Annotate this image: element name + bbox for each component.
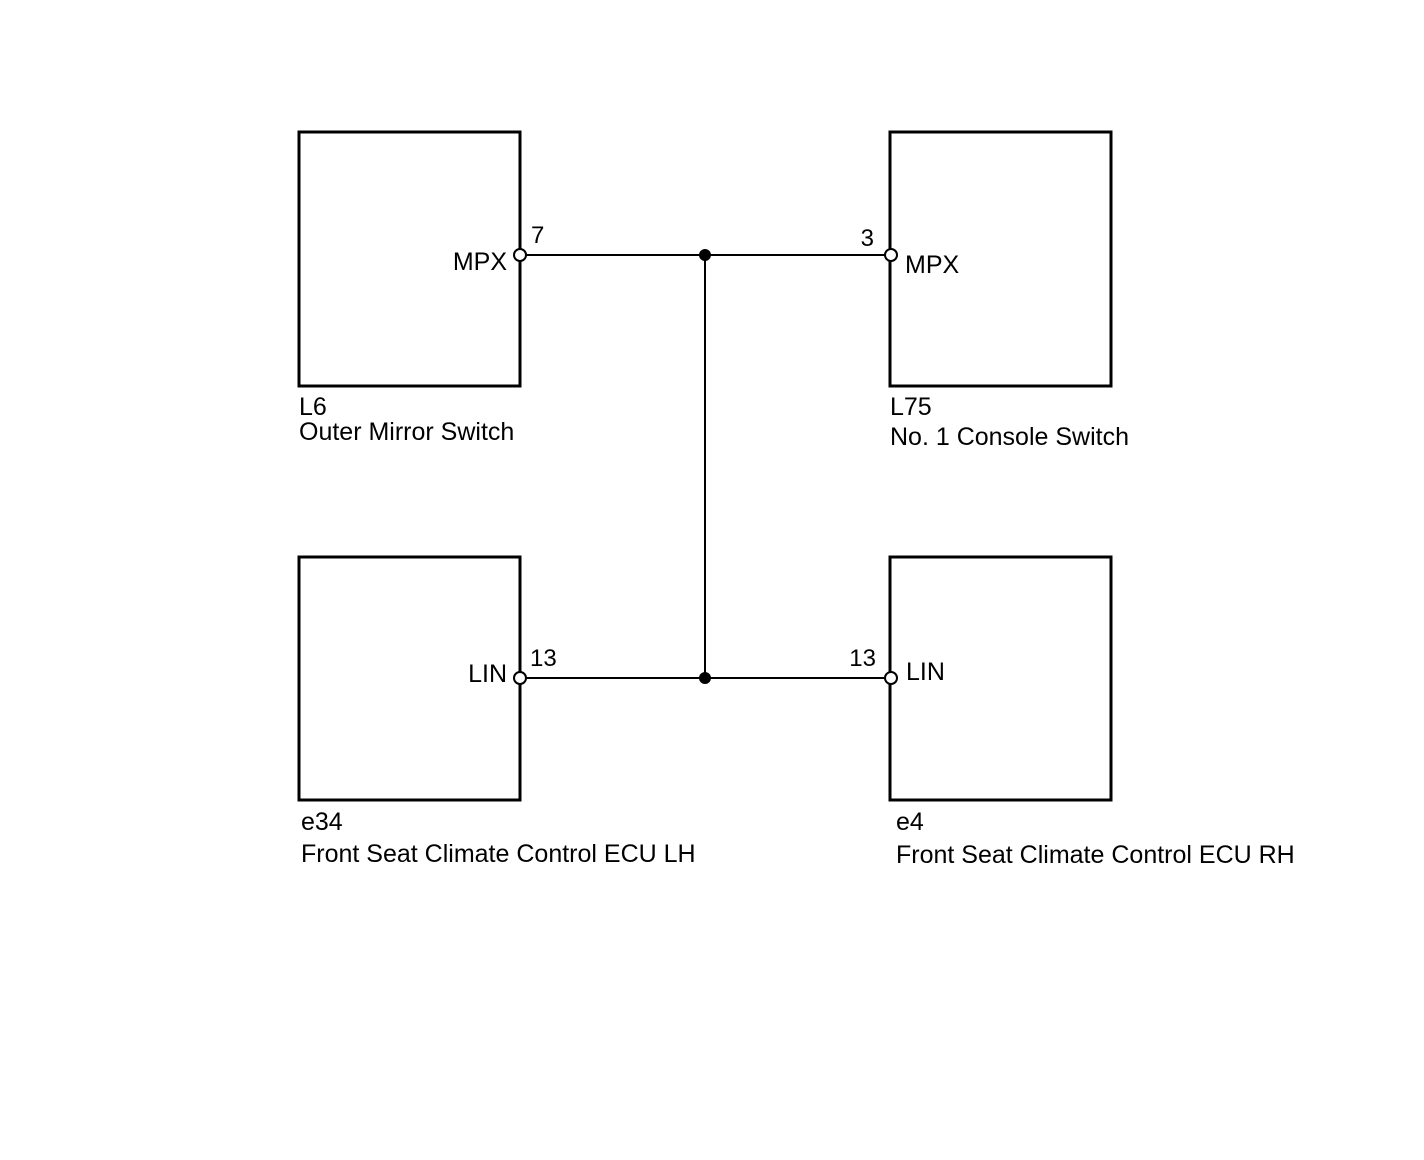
component-code-e4: e4	[896, 808, 924, 836]
component-name-l6: Outer Mirror Switch	[299, 418, 514, 446]
signal-label-l6: MPX	[453, 248, 508, 276]
component-code-e34: e34	[301, 808, 343, 836]
pin-number-e4: 13	[849, 645, 876, 672]
pin-number-l6: 7	[531, 222, 544, 249]
signal-label-e34: LIN	[468, 660, 507, 688]
signal-label-l75: MPX	[905, 251, 960, 279]
pin-number-l75: 3	[861, 225, 874, 252]
component-e34: 13 LIN e34 Front Seat Climate Control EC…	[297, 555, 696, 868]
component-code-l75: L75	[890, 393, 932, 421]
component-name-e4: Front Seat Climate Control ECU RH	[896, 841, 1295, 869]
component-name-e34: Front Seat Climate Control ECU LH	[301, 840, 696, 868]
connector-pin-e34	[513, 671, 527, 685]
component-l75: 3 MPX L75 No. 1 Console Switch	[861, 130, 1129, 451]
component-name-l75: No. 1 Console Switch	[890, 423, 1129, 451]
pin-number-e34: 13	[530, 645, 557, 672]
component-l6: 7 MPX L6 Outer Mirror Switch	[297, 130, 544, 446]
junction-dot-bottom	[699, 672, 711, 684]
connector-pin-e4	[884, 671, 898, 685]
component-code-l6: L6	[299, 393, 327, 421]
wires	[520, 249, 891, 684]
connector-pin-l6	[513, 248, 527, 262]
component-e4: 13 LIN e4 Front Seat Climate Control ECU…	[849, 555, 1295, 869]
connector-pin-l75	[884, 248, 898, 262]
signal-label-e4: LIN	[906, 658, 945, 686]
junction-dot-top	[699, 249, 711, 261]
